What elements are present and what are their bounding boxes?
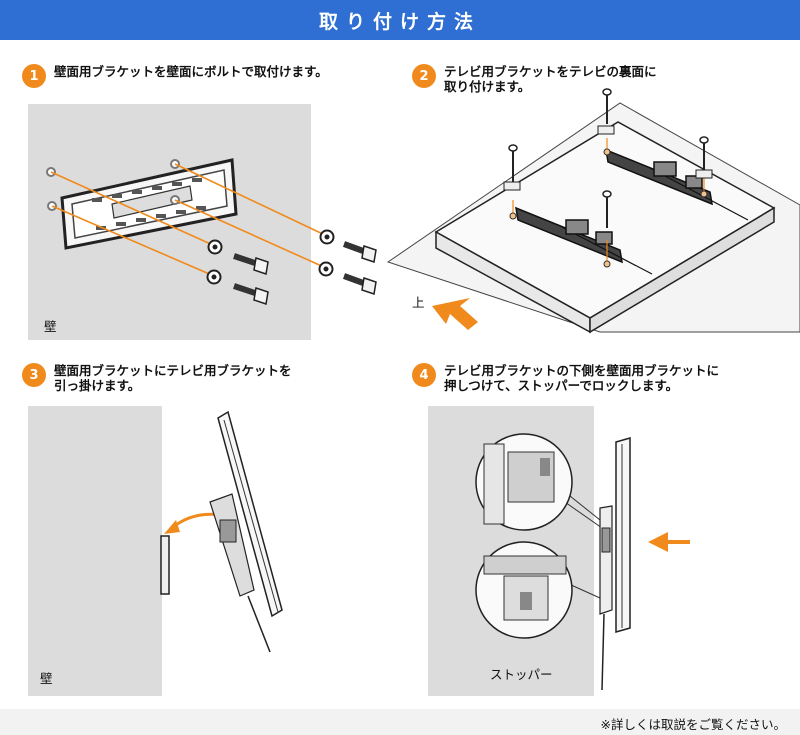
bolt-group bbox=[233, 241, 377, 305]
step-2-heading: 2 テレビ用ブラケットをテレビの裏面に 取り付けます。 bbox=[412, 64, 657, 94]
step-1-text: 壁面用ブラケットを壁面にボルトで取付けます。 bbox=[54, 64, 328, 79]
step-1-heading: 1 壁面用ブラケットを壁面にボルトで取付けます。 bbox=[22, 64, 328, 88]
step-1-illustration bbox=[46, 158, 377, 305]
up-arrow-icon bbox=[432, 298, 478, 330]
wall-panel-step-3 bbox=[28, 406, 162, 696]
step-4-heading: 4 テレビ用ブラケットの下側を壁面用ブラケットに 押しつけて、ストッパーでロック… bbox=[412, 363, 719, 393]
step-2-badge: 2 bbox=[412, 64, 436, 88]
step-3-illustration bbox=[160, 410, 283, 653]
page-title: 取り付け方法 bbox=[0, 0, 800, 40]
wall-label-step-1: 壁 bbox=[44, 319, 57, 334]
footer-bar: ※詳しくは取説をご覧ください。 bbox=[0, 709, 800, 735]
zoom-detail-bottom bbox=[475, 541, 573, 639]
step-3-text: 壁面用ブラケットにテレビ用ブラケットを 引っ掛けます。 bbox=[54, 363, 292, 393]
curved-arrow-icon bbox=[164, 520, 180, 534]
step-2-text: テレビ用ブラケットをテレビの裏面に 取り付けます。 bbox=[444, 64, 657, 94]
washer-group bbox=[206, 229, 335, 285]
tv-back bbox=[434, 121, 776, 334]
stopper-label: ストッパー bbox=[490, 667, 553, 682]
up-label: 上 bbox=[412, 295, 425, 310]
footer-note: ※詳しくは取説をご覧ください。 bbox=[600, 717, 786, 732]
zoom-detail-top bbox=[475, 433, 573, 531]
step-4-illustration bbox=[475, 433, 690, 691]
tv-brackets bbox=[515, 148, 749, 275]
screw-group bbox=[503, 88, 713, 268]
step-1-badge: 1 bbox=[22, 64, 46, 88]
tv-side-step-4 bbox=[599, 437, 631, 691]
wall-label-step-3: 壁 bbox=[40, 671, 53, 686]
step-4-badge: 4 bbox=[412, 363, 436, 387]
step-2-illustration bbox=[386, 88, 800, 334]
step-3-heading: 3 壁面用ブラケットにテレビ用ブラケットを 引っ掛けます。 bbox=[22, 363, 292, 393]
step-4-text: テレビ用ブラケットの下側を壁面用ブラケットに 押しつけて、ストッパーでロックしま… bbox=[444, 363, 720, 393]
wall-bracket bbox=[60, 158, 238, 250]
step-3-badge: 3 bbox=[22, 363, 46, 387]
push-arrow-icon bbox=[648, 532, 690, 552]
tv-side-step-3 bbox=[209, 410, 283, 653]
